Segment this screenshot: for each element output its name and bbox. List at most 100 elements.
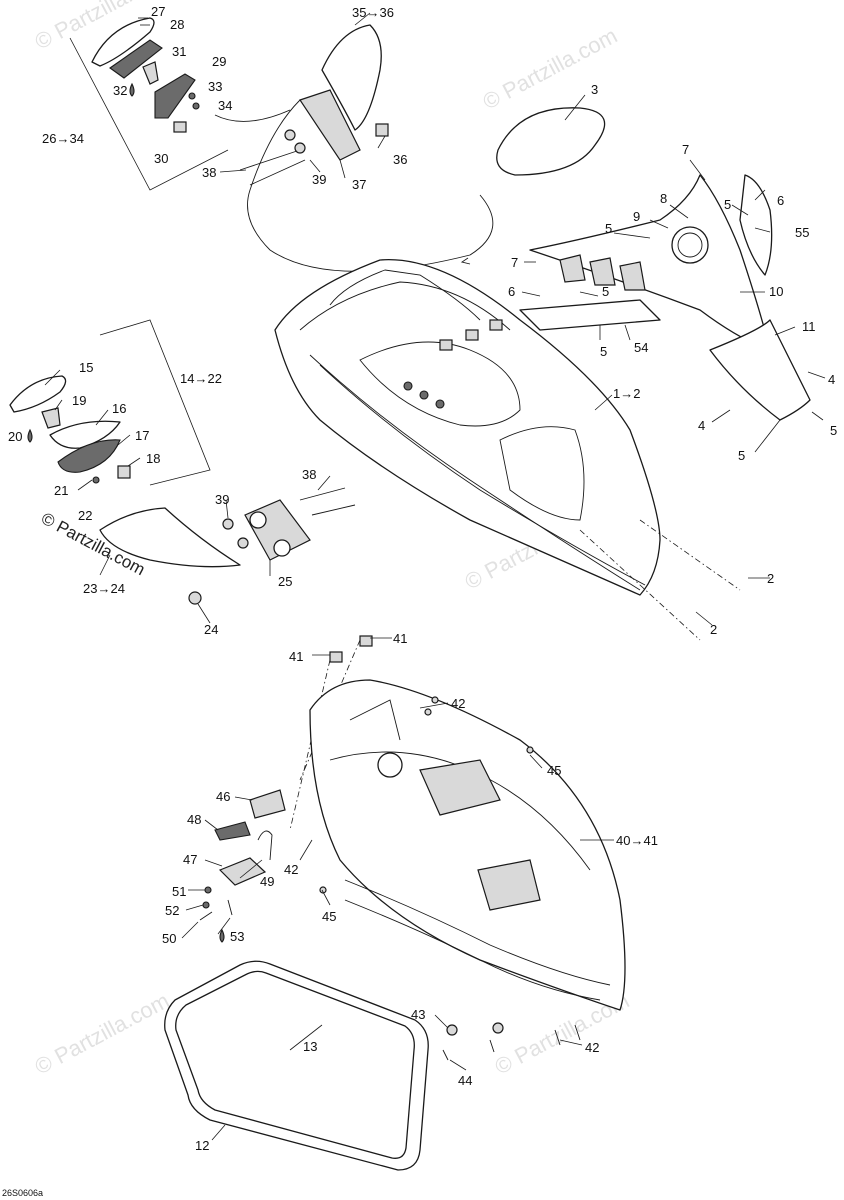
callout-4-right: 4 <box>828 372 835 387</box>
callout-36: 36 <box>393 152 407 167</box>
callout-26-34: 26→34 <box>42 131 84 146</box>
gasket-12 <box>164 960 429 1171</box>
watermark-bottom-left: © Partzilla.com <box>31 988 174 1080</box>
latch-plate-47 <box>218 857 267 886</box>
watermark-top-right: © Partzilla.com <box>479 23 622 115</box>
callout-12: 12 <box>195 1138 209 1153</box>
callout-34: 34 <box>218 98 232 113</box>
callout-3: 3 <box>591 82 598 97</box>
callout-27: 27 <box>151 4 165 19</box>
callout-47: 47 <box>183 852 197 867</box>
mirror-housing-29 <box>154 73 196 119</box>
callout-17: 17 <box>135 428 149 443</box>
callout-24: 24 <box>204 622 218 637</box>
side-panel-10 <box>529 174 771 351</box>
callout-44: 44 <box>458 1073 472 1088</box>
callout-42-top: 42 <box>451 696 465 711</box>
callout-11: 11 <box>802 319 816 334</box>
mirror-assembly-lower-left <box>9 319 356 605</box>
callout-25: 25 <box>278 574 292 589</box>
nut-18 <box>117 465 131 479</box>
callout-18: 18 <box>146 451 160 466</box>
callout-53: 53 <box>230 929 244 944</box>
callout-54: 54 <box>634 340 648 355</box>
mirror-base-28 <box>109 39 163 79</box>
callout-5-e: 5 <box>830 423 837 438</box>
spring-49 <box>257 830 273 861</box>
drawing-number: 26S0606a <box>2 1188 43 1198</box>
callout-38-top: 38 <box>202 165 216 180</box>
callout-8: 8 <box>660 191 667 206</box>
washer-34 <box>192 102 200 110</box>
side-panels <box>519 174 811 421</box>
callout-38-mid: 38 <box>302 467 316 482</box>
latch-46 <box>249 789 286 819</box>
callout-39-top: 39 <box>312 172 326 187</box>
callout-5-c: 5 <box>602 284 609 299</box>
callout-41-right: 41 <box>393 631 407 646</box>
mirror-assembly-right <box>214 24 494 272</box>
mirror-bracket-37 <box>299 89 361 161</box>
callout-5-f: 5 <box>738 448 745 463</box>
callout-45-right: 45 <box>547 763 561 778</box>
nut-30 <box>173 121 187 133</box>
callout-49: 49 <box>260 874 274 889</box>
decal-54 <box>519 299 661 331</box>
callout-9: 9 <box>633 209 640 224</box>
washer-33 <box>188 92 196 100</box>
callout-50: 50 <box>162 931 176 946</box>
washer-39a <box>284 129 296 141</box>
callout-5-d: 5 <box>600 344 607 359</box>
callout-40-41: 40→41 <box>616 833 658 848</box>
side-panel-11 <box>709 319 811 421</box>
callout-14-22: 14→22 <box>180 371 222 386</box>
callout-23-24: 23→24 <box>83 581 125 596</box>
callout-10: 10 <box>769 284 783 299</box>
front-hood-1 <box>274 258 661 596</box>
callout-43: 43 <box>411 1007 425 1022</box>
callout-6-top: 6 <box>777 193 784 208</box>
mirror-glass-27 <box>91 17 155 67</box>
mirror-cover-23 <box>99 507 241 568</box>
mirror-cover-35 <box>321 24 382 131</box>
nut-36 <box>375 123 389 137</box>
callout-39-mid: 39 <box>215 492 229 507</box>
callout-2-right: 2 <box>767 571 774 586</box>
callout-45-left: 45 <box>322 909 336 924</box>
callout-29: 29 <box>212 54 226 69</box>
callout-15: 15 <box>79 360 93 375</box>
mirror-housing-17 <box>57 439 121 473</box>
callout-30: 30 <box>154 151 168 166</box>
latch-assembly <box>199 789 286 921</box>
callout-4-left: 4 <box>698 418 705 433</box>
mirror-base-16 <box>49 420 121 449</box>
callout-16: 16 <box>112 401 126 416</box>
callout-42-bottom: 42 <box>585 1040 599 1055</box>
mirror-glass-15 <box>9 375 67 413</box>
callout-5-b: 5 <box>724 197 731 212</box>
callout-22: 22 <box>78 508 92 523</box>
callout-52: 52 <box>165 903 179 918</box>
callout-labels: 27 28 31 29 32 33 34 26→34 30 35→36 3 36… <box>2 4 837 1198</box>
callout-41-left: 41 <box>289 649 303 664</box>
callout-46: 46 <box>216 789 230 804</box>
callout-32: 32 <box>113 83 127 98</box>
callout-21: 21 <box>54 483 68 498</box>
callout-31: 31 <box>172 44 186 59</box>
latch-lever-48 <box>214 821 251 841</box>
storage-bin-40 <box>309 635 626 1011</box>
callout-6-mid: 6 <box>508 284 515 299</box>
mirror-assembly-left <box>69 17 229 191</box>
callout-20: 20 <box>8 429 22 444</box>
callout-35-36: 35→36 <box>352 5 394 20</box>
callout-7-mid: 7 <box>511 255 518 270</box>
panel-55 <box>739 174 773 276</box>
leader-lines <box>44 12 826 1141</box>
callout-55: 55 <box>795 225 809 240</box>
callout-28: 28 <box>170 17 184 32</box>
callout-7-top: 7 <box>682 142 689 157</box>
mirror-stem-19 <box>41 407 61 429</box>
callout-37: 37 <box>352 177 366 192</box>
callout-33: 33 <box>208 79 222 94</box>
